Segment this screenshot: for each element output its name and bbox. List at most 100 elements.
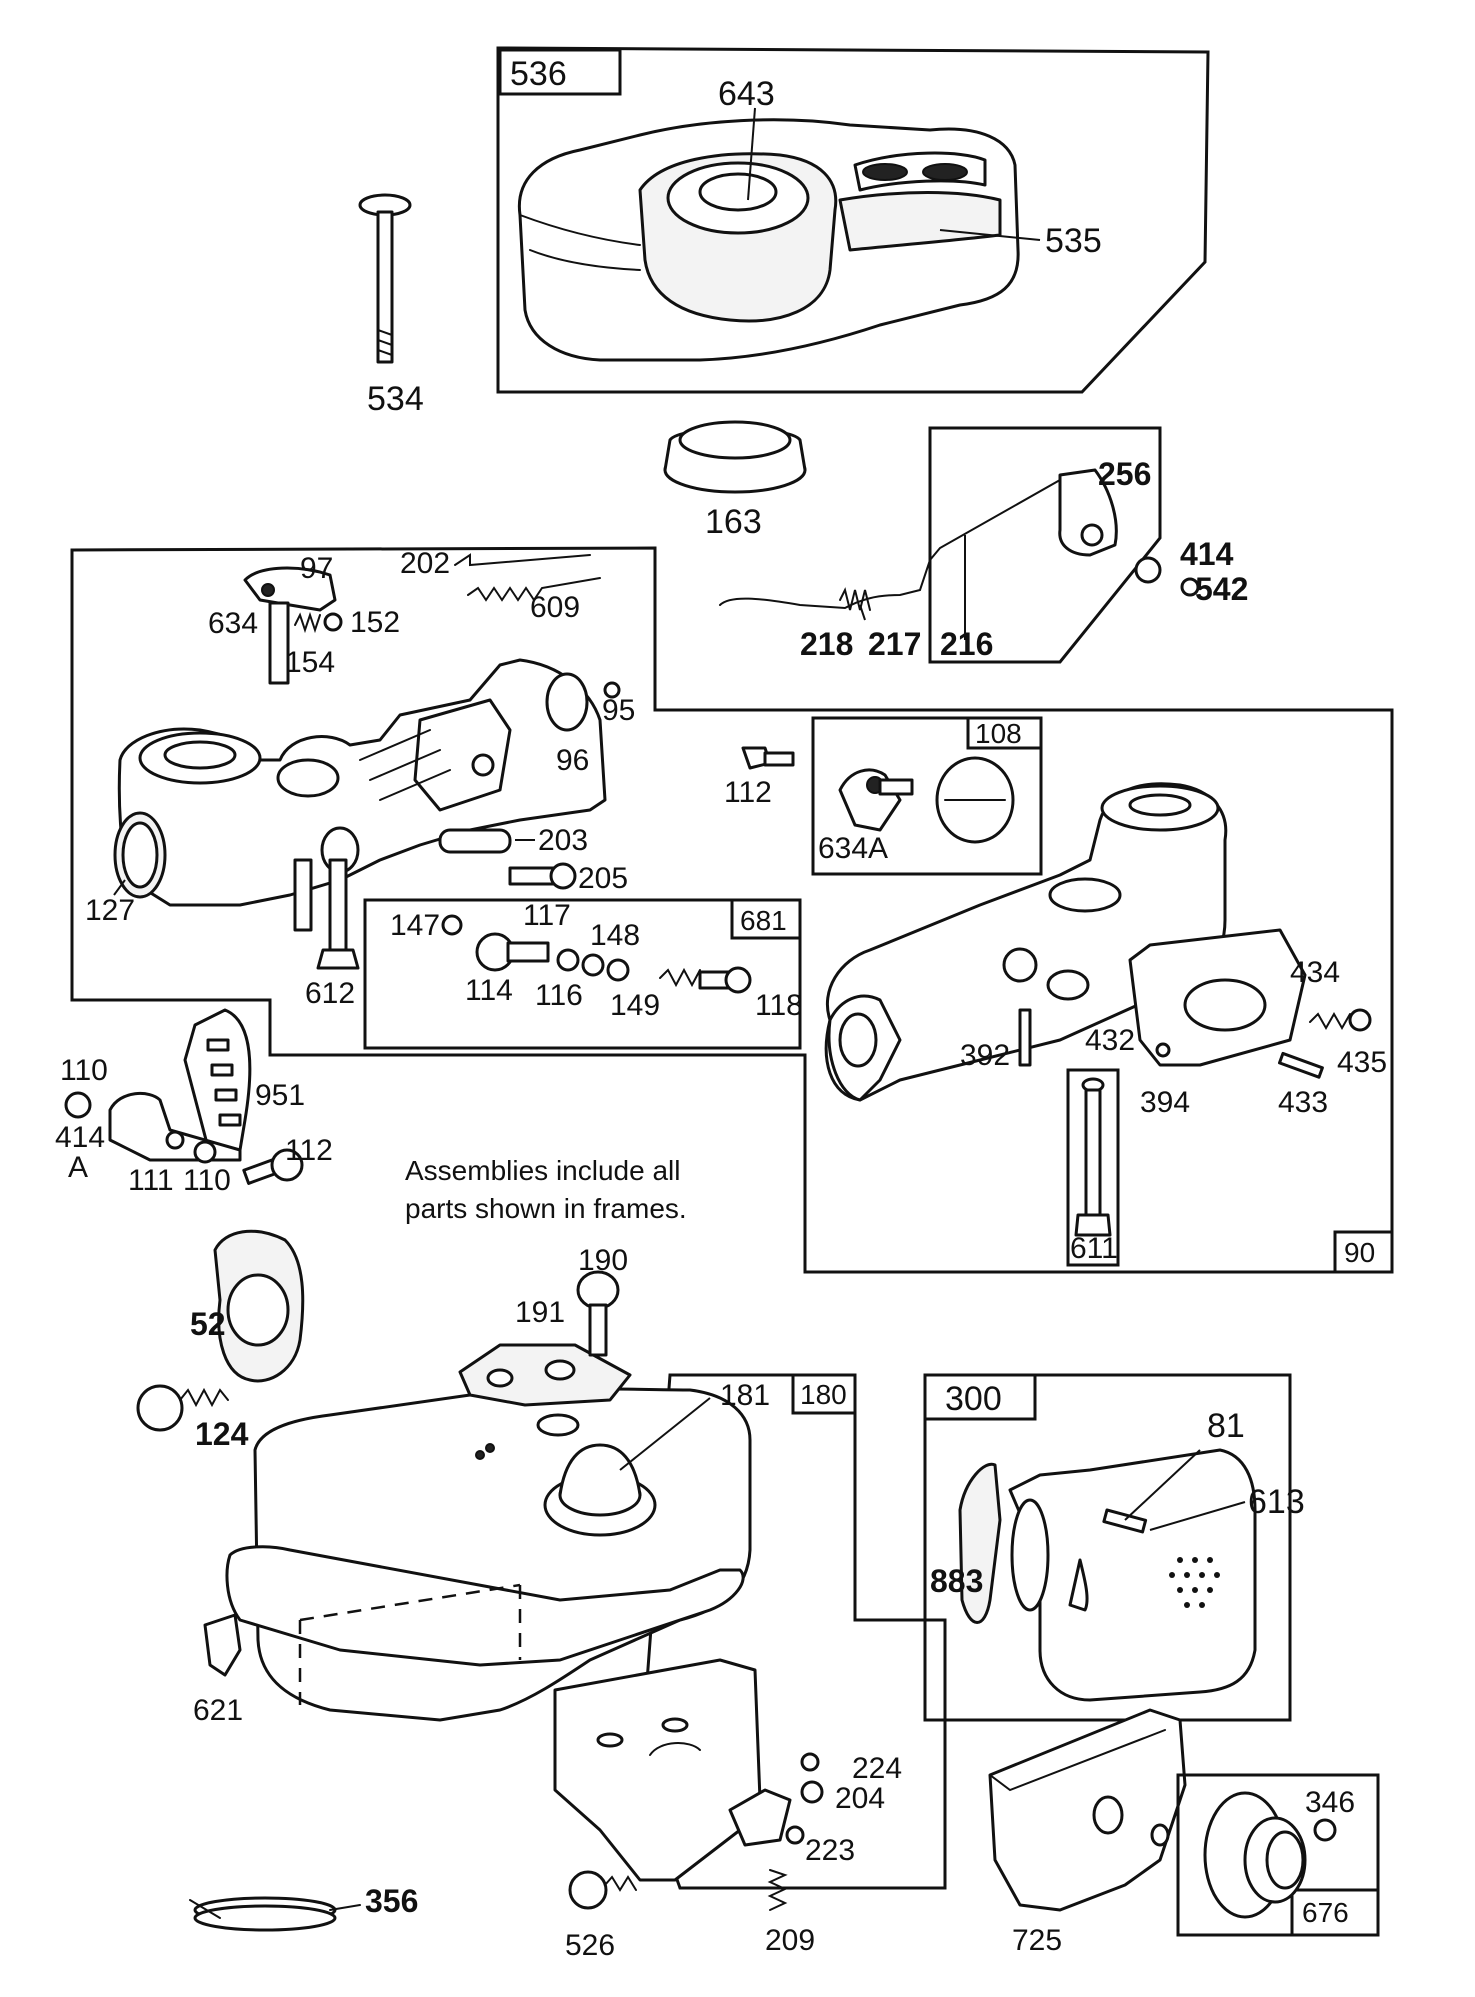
- label-52: 52: [190, 1306, 226, 1342]
- label-535: 535: [1045, 222, 1102, 260]
- part-163-adapter: 163: [663, 420, 807, 541]
- frame-carb-left: [70, 546, 1394, 1274]
- label-224: 224: [852, 1752, 902, 1785]
- frame-300-label: 300: [945, 1380, 1002, 1418]
- part-205-screw: [508, 866, 557, 886]
- label-110-top: 110: [60, 1054, 108, 1087]
- part-203-tube: [438, 828, 512, 854]
- label-883: 883: [930, 1563, 983, 1599]
- label-191: 191: [515, 1296, 565, 1329]
- label-256: 256: [1098, 456, 1151, 492]
- governor-link-assembly: 256 218 217 216: [719, 426, 1162, 664]
- label-356: 356: [365, 1883, 418, 1919]
- part-96-plate: [545, 672, 589, 732]
- carburetor-body-right: 432 392: [824, 782, 1228, 1102]
- frame-536: [496, 46, 1210, 394]
- label-116: 116: [535, 979, 583, 1012]
- label-414: 414: [1180, 536, 1234, 572]
- part-356-ring: 356: [189, 1883, 418, 1932]
- label-152: 152: [350, 606, 400, 639]
- label-190: 190: [578, 1244, 628, 1277]
- label-148: 148: [590, 919, 640, 952]
- frame-681: [363, 898, 802, 1050]
- label-97: 97: [300, 552, 333, 585]
- frame-300: [923, 1373, 1292, 1722]
- label-81: 81: [1207, 1407, 1245, 1445]
- part-414-542: 414 542: [1134, 536, 1248, 607]
- part-97-lever: [243, 566, 337, 612]
- label-394: 394: [1140, 1086, 1190, 1119]
- label-414-a: 414: [55, 1121, 105, 1154]
- frame-676-label: 676: [1302, 1897, 1349, 1928]
- label-95: 95: [602, 694, 635, 727]
- label-127: 127: [85, 894, 135, 927]
- label-432: 432: [1085, 1024, 1135, 1057]
- frame-180-label: 180: [800, 1379, 847, 1410]
- label-609: 609: [530, 591, 580, 624]
- frame-link: [928, 426, 1162, 664]
- label-621: 621: [193, 1694, 243, 1727]
- tank-bracket: [553, 1658, 762, 1882]
- needle-valve-assembly: 681 147 117 148 114 116 149 118: [363, 898, 803, 1050]
- part-676-frame: 676 346: [1176, 1773, 1380, 1937]
- label-154: 154: [285, 646, 335, 679]
- label-526: 526: [565, 1929, 615, 1962]
- label-117: 117: [523, 899, 571, 932]
- part-394-cover: 434 394: [1128, 928, 1340, 1119]
- label-613: 613: [1248, 1483, 1305, 1521]
- part-611-frame: 611: [1066, 1068, 1120, 1267]
- part-52-gasket: 52: [190, 1229, 305, 1383]
- label-112-upper: 112: [724, 776, 772, 809]
- air-cleaner-assembly: 536 643 535: [496, 46, 1210, 394]
- label-725: 725: [1012, 1924, 1062, 1957]
- frame-681-label: 681: [740, 905, 787, 936]
- label-163: 163: [705, 503, 762, 541]
- label-434: 434: [1290, 956, 1340, 989]
- label-634A: 634A: [818, 832, 888, 865]
- label-149: 149: [610, 989, 660, 1022]
- label-118: 118: [755, 989, 803, 1022]
- label-217: 217: [868, 626, 921, 662]
- governor-control-951: 110 414 A 951 111 110: [55, 1008, 305, 1197]
- label-204: 204: [835, 1782, 885, 1815]
- part-435-433: 435 433: [1277, 1008, 1387, 1119]
- label-634: 634: [208, 607, 258, 640]
- part-112-screw-lower: 112: [242, 1134, 333, 1185]
- frame-108-label: 108: [975, 718, 1022, 749]
- label-612: 612: [305, 977, 355, 1010]
- label-205: 205: [578, 862, 628, 895]
- label-112-lower: 112: [285, 1134, 333, 1167]
- label-209: 209: [765, 1924, 815, 1957]
- frame-536-label-box: [498, 48, 622, 96]
- label-147: 147: [390, 909, 440, 942]
- frame-108: [811, 716, 1043, 876]
- frame-536-label: 536: [510, 55, 567, 93]
- label-542: 542: [1195, 571, 1248, 607]
- assembly-note-line2: parts shown in frames.: [405, 1193, 687, 1224]
- label-216: 216: [940, 626, 993, 662]
- part-621-clip: 621: [193, 1613, 243, 1727]
- part-209-spring: 209: [765, 1869, 815, 1957]
- label-203: 203: [538, 824, 588, 857]
- part-725-shield: 725: [988, 1708, 1187, 1957]
- label-433: 433: [1278, 1086, 1328, 1119]
- assembly-note-line1: Assemblies include all: [405, 1155, 680, 1186]
- label-223: 223: [805, 1834, 855, 1867]
- label-181: 181: [720, 1379, 770, 1412]
- label-114: 114: [465, 974, 513, 1007]
- label-643: 643: [718, 75, 775, 113]
- frame-90-label: 90: [1344, 1237, 1375, 1268]
- label-534: 534: [367, 380, 424, 418]
- label-611: 611: [1070, 1232, 1118, 1265]
- carburetor-assembly-left: 127 612 97 634 152 154 202 609 95 96 203…: [70, 546, 1394, 1274]
- part-124-screw: 124: [136, 1384, 249, 1452]
- part-112-screw-upper: 112: [724, 746, 795, 809]
- label-414-a-suffix: A: [68, 1151, 88, 1184]
- label-96: 96: [556, 744, 589, 777]
- choke-assembly-108: 108 634A: [811, 716, 1043, 876]
- label-110-bottom: 110: [183, 1164, 231, 1197]
- label-392: 392: [960, 1039, 1010, 1072]
- label-124: 124: [195, 1416, 249, 1452]
- part-609-spring: [467, 577, 601, 602]
